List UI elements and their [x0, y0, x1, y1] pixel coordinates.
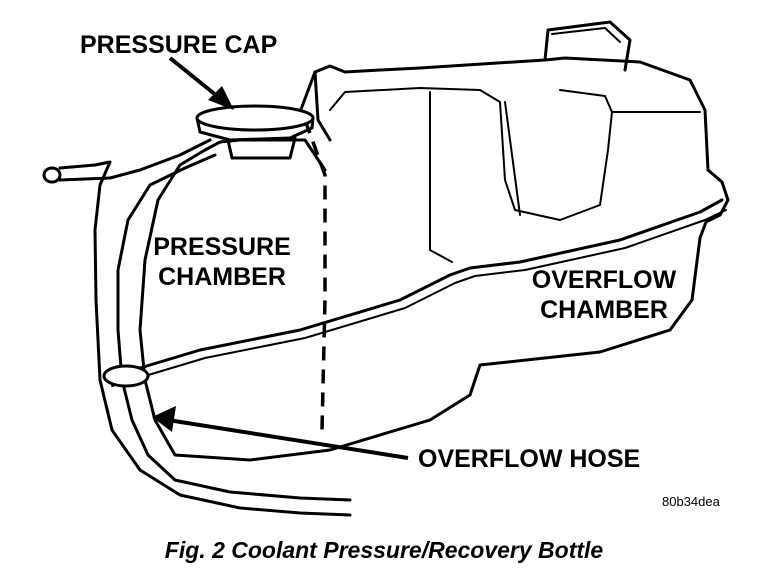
chamber-divider [303, 119, 327, 431]
pressure-chamber-label-line2: CHAMBER [158, 263, 286, 291]
overflow-chamber-label-line1: OVERFLOW [532, 266, 677, 294]
pressure-cap-label: PRESSURE CAP [80, 31, 277, 59]
overflow-hose [42, 138, 352, 517]
overflow-hose-label: OVERFLOW HOSE [418, 445, 640, 473]
overflow-hose-arrow [152, 406, 409, 460]
pressure-cap [195, 104, 315, 160]
figure-code: 80b34dea [662, 494, 721, 509]
pressure-chamber-label-line1: PRESSURE [153, 233, 291, 261]
figure-caption: Fig. 2 Coolant Pressure/Recovery Bottle [165, 537, 604, 563]
pressure-cap-arrow [168, 56, 234, 110]
overflow-chamber-label-line2: CHAMBER [540, 296, 668, 324]
